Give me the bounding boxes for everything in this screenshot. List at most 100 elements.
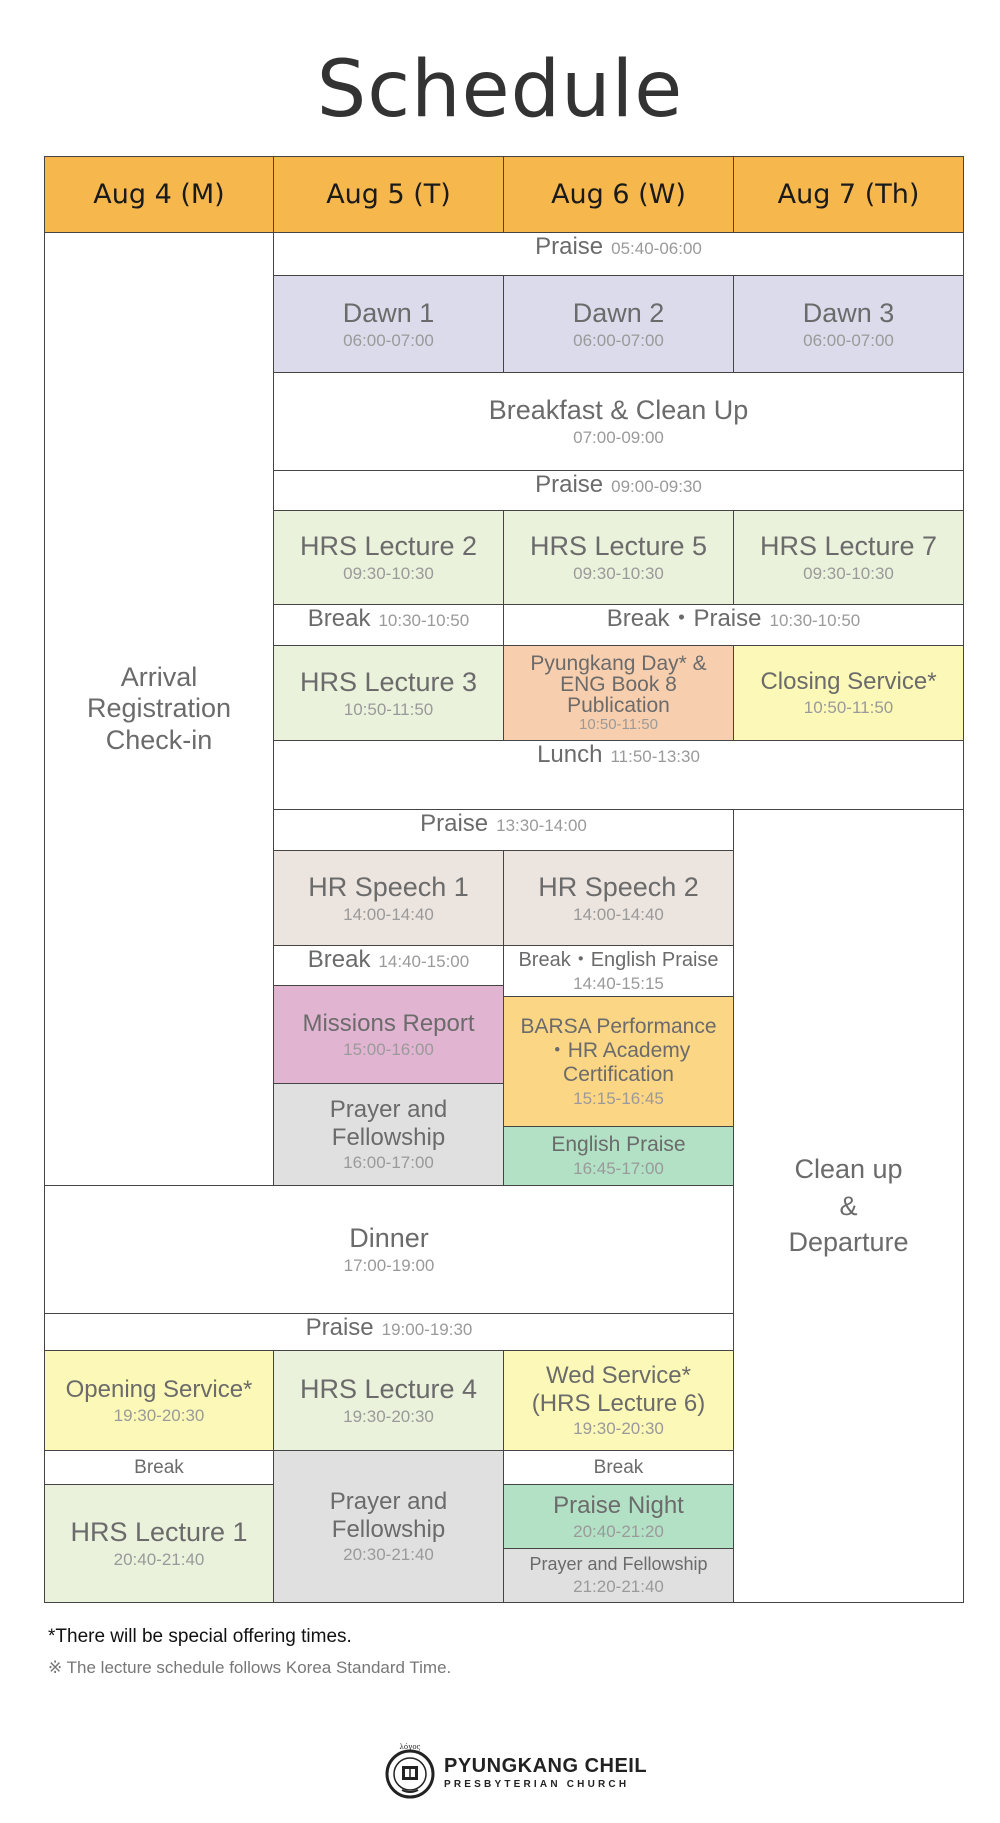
- break-praise-morning-time: 10:30-10:50: [769, 611, 861, 630]
- opening-service-name: Opening Service*: [65, 1375, 253, 1403]
- praise-evening-block: Praise 19:00-19:30: [44, 1313, 734, 1351]
- cleanup-line-3: Departure: [788, 1227, 909, 1258]
- prayer-afternoon-line-1: Prayer and: [329, 1096, 448, 1124]
- praise-dawn-time: 05:40-06:00: [611, 239, 702, 258]
- hrs-lecture-1-block: HRS Lecture 1 20:40-21:40: [44, 1484, 274, 1603]
- break-evening-aug6: Break: [503, 1450, 734, 1485]
- break-morning-name: Break: [307, 605, 371, 632]
- prayer-evening-line-1: Prayer and: [329, 1488, 448, 1516]
- praise-afternoon-block: Praise 13:30-14:00: [273, 809, 734, 851]
- cleanup-departure-block: Clean up & Departure: [733, 809, 964, 1603]
- english-praise-block: English Praise 16:45-17:00: [503, 1126, 734, 1186]
- breakfast-block: Breakfast & Clean Up 07:00-09:00: [273, 372, 964, 471]
- hrs-lecture-4-name: HRS Lecture 4: [299, 1374, 478, 1405]
- barsa-time: 15:15-16:45: [573, 1088, 664, 1108]
- break-morning-time: 10:30-10:50: [378, 611, 470, 630]
- dinner-name: Dinner: [349, 1223, 429, 1254]
- praise-dawn-name: Praise: [535, 233, 604, 260]
- hrs-lecture-3-time: 10:50-11:50: [343, 699, 434, 719]
- dawn-3-name: Dawn 3: [802, 297, 895, 328]
- breakfast-name: Breakfast & Clean Up: [488, 395, 749, 426]
- hrs-lecture-7-name: HRS Lecture 7: [759, 531, 938, 562]
- prayer-afternoon-time: 16:00-17:00: [343, 1153, 434, 1173]
- pyungkang-day-block: Pyungkang Day* & ENG Book 8 Publication …: [503, 645, 734, 741]
- break-english-praise-block: Break・English Praise 14:40-15:15: [503, 945, 734, 997]
- hrs-lecture-7-time: 09:30-10:30: [803, 564, 894, 584]
- break-afternoon-time: 14:40-15:00: [378, 952, 470, 971]
- cleanup-line-2: &: [839, 1190, 858, 1221]
- hrs-lecture-2-name: HRS Lecture 2: [299, 531, 478, 562]
- wed-service-line-1: Wed Service*: [546, 1362, 691, 1390]
- english-praise-time: 16:45-17:00: [573, 1159, 664, 1179]
- prayer-evening-line-2: Fellowship: [331, 1515, 446, 1543]
- barsa-line-3: Certification: [563, 1062, 674, 1086]
- break-morning-block: Break 10:30-10:50: [273, 604, 504, 646]
- day-header-aug5: Aug 5 (T): [273, 156, 504, 233]
- hrs-lecture-4-time: 19:30-20:30: [343, 1407, 434, 1427]
- dinner-time: 17:00-19:00: [343, 1256, 435, 1276]
- day-header-aug6: Aug 6 (W): [503, 156, 734, 233]
- day-header-aug4: Aug 4 (M): [44, 156, 274, 233]
- praise-morning-block: Praise 09:00-09:30: [273, 470, 964, 511]
- break-english-praise-time: 14:40-15:15: [573, 973, 664, 993]
- pyungkang-day-line-2: ENG Book 8: [560, 672, 677, 696]
- barsa-line-1: BARSA Performance: [520, 1014, 717, 1038]
- break-praise-morning-name: Break・Praise: [606, 605, 762, 632]
- break-evening-aug4-label: Break: [134, 1456, 184, 1478]
- hrs-lecture-3-name: HRS Lecture 3: [299, 666, 478, 697]
- break-afternoon-name: Break: [307, 946, 371, 973]
- hrs-lecture-4-block: HRS Lecture 4 19:30-20:30: [273, 1350, 504, 1451]
- hrs-lecture-1-name: HRS Lecture 1: [70, 1517, 248, 1548]
- praise-night-name: Praise Night: [553, 1491, 684, 1519]
- pyungkang-day-line-3: Publication: [567, 693, 670, 717]
- praise-evening-time: 19:00-19:30: [381, 1320, 473, 1339]
- prayer-evening-block: Prayer and Fellowship 20:30-21:40: [273, 1450, 504, 1603]
- dawn-2-name: Dawn 2: [572, 297, 665, 328]
- church-subtitle: PRESBYTERIAN CHURCH: [444, 1778, 630, 1790]
- prayer-afternoon-line-2: Fellowship: [331, 1123, 446, 1151]
- hrs-lecture-5-block: HRS Lecture 5 09:30-10:30: [503, 510, 734, 605]
- dinner-block: Dinner 17:00-19:00: [44, 1185, 734, 1314]
- prayer-night-name: Prayer and Fellowship: [529, 1554, 708, 1575]
- breakfast-time: 07:00-09:00: [573, 428, 664, 448]
- barsa-line-2: ・HR Academy: [546, 1038, 691, 1062]
- arrival-line-3: Check-in: [105, 724, 213, 755]
- hrs-lecture-1-time: 20:40-21:40: [113, 1550, 205, 1570]
- closing-service-name: Closing Service*: [760, 668, 937, 696]
- hrs-lecture-3-block: HRS Lecture 3 10:50-11:50: [273, 645, 504, 741]
- prayer-night-block: Prayer and Fellowship 21:20-21:40: [503, 1548, 734, 1603]
- hr-speech-1-time: 14:00-14:40: [343, 904, 434, 924]
- dawn-2-block: Dawn 2 06:00-07:00: [503, 275, 734, 373]
- hr-speech-1-block: HR Speech 1 14:00-14:40: [273, 850, 504, 946]
- svg-text:λόγος: λόγος: [400, 1743, 421, 1751]
- arrival-line-2: Registration: [86, 693, 232, 724]
- schedule-grid: Aug 4 (M) Aug 5 (T) Aug 6 (W) Aug 7 (Th)…: [44, 156, 964, 1603]
- lunch-time: 11:50-13:30: [610, 747, 700, 766]
- timezone-note: ※ The lecture schedule follows Korea Sta…: [48, 1658, 452, 1677]
- cleanup-line-1: Clean up: [794, 1154, 903, 1185]
- hrs-lecture-5-name: HRS Lecture 5: [529, 531, 708, 562]
- barsa-block: BARSA Performance ・HR Academy Certificat…: [503, 996, 734, 1127]
- church-emblem-icon: λόγος: [385, 1743, 435, 1799]
- pyungkang-day-time: 10:50-11:50: [579, 715, 658, 733]
- church-logo: λόγος PYUNGKANG CHEIL PRESBYTERIAN CHURC…: [382, 1742, 647, 1802]
- wed-service-line-2: (HRS Lecture 6): [531, 1389, 706, 1417]
- hr-speech-2-time: 14:00-14:40: [573, 904, 664, 924]
- opening-service-time: 19:30-20:30: [113, 1405, 205, 1425]
- break-evening-aug6-label: Break: [593, 1456, 644, 1478]
- day-header-aug7: Aug 7 (Th): [733, 156, 964, 233]
- praise-night-block: Praise Night 20:40-21:20: [503, 1484, 734, 1549]
- prayer-night-time: 21:20-21:40: [573, 1577, 664, 1597]
- break-english-praise-name: Break・English Praise: [518, 948, 719, 971]
- closing-service-time: 10:50-11:50: [803, 698, 894, 718]
- footnotes: *There will be special offering times. ※…: [48, 1626, 451, 1678]
- dawn-3-time: 06:00-07:00: [803, 330, 894, 350]
- break-evening-aug4: Break: [44, 1450, 274, 1485]
- closing-service-block: Closing Service* 10:50-11:50: [733, 645, 964, 741]
- missions-report-name: Missions Report: [302, 1009, 475, 1037]
- arrival-line-1: Arrival: [120, 662, 198, 693]
- dawn-2-time: 06:00-07:00: [573, 330, 664, 350]
- praise-morning-name: Praise: [535, 471, 604, 498]
- page-title: Schedule: [316, 45, 684, 135]
- offering-note: *There will be special offering times.: [48, 1626, 352, 1647]
